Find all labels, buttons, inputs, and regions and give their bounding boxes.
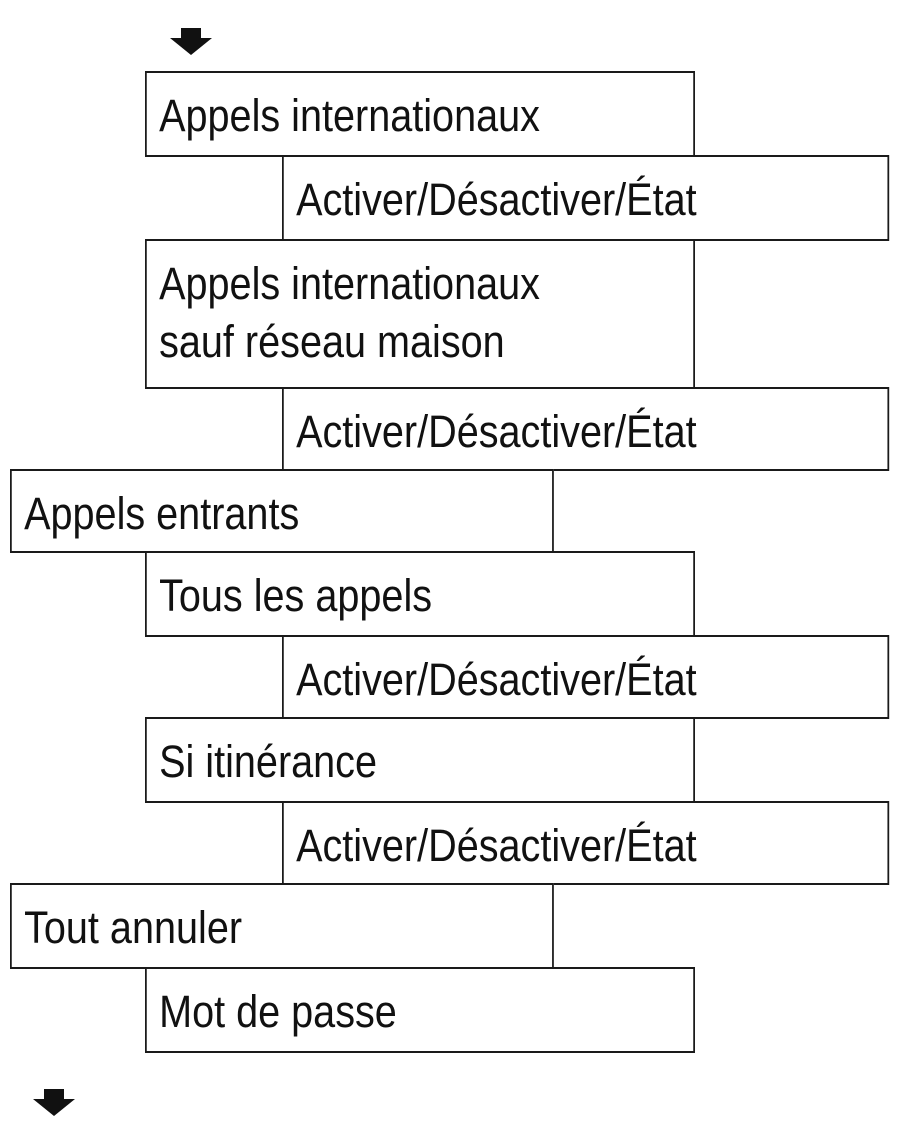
menu-item-international-calls[interactable]: Appels internationaux bbox=[145, 71, 695, 157]
menu-item-label: Activer/Désactiver/État bbox=[296, 820, 697, 871]
menu-item-label: Tout annuler bbox=[24, 902, 243, 953]
menu-item-incoming-calls[interactable]: Appels entrants bbox=[10, 469, 554, 553]
menu-item-international-except-home-toggle[interactable]: Activer/Désactiver/État bbox=[282, 387, 890, 471]
menu-item-if-roaming-toggle[interactable]: Activer/Désactiver/État bbox=[282, 801, 890, 885]
menu-item-all-calls[interactable]: Tous les appels bbox=[145, 551, 695, 637]
menu-item-international-except-home[interactable]: Appels internationaux sauf réseau maison bbox=[145, 239, 695, 389]
menu-item-all-calls-toggle[interactable]: Activer/Désactiver/État bbox=[282, 635, 890, 719]
menu-item-label-line1: Appels internationaux bbox=[159, 258, 540, 309]
menu-item-cancel-all[interactable]: Tout annuler bbox=[10, 883, 554, 969]
menu-item-label-line2: sauf réseau maison bbox=[159, 316, 505, 367]
menu-item-label: Activer/Désactiver/État bbox=[296, 654, 697, 705]
menu-item-international-calls-toggle[interactable]: Activer/Désactiver/État bbox=[282, 155, 890, 241]
menu-item-label: Appels internationaux bbox=[159, 90, 540, 141]
menu-item-label: Appels entrants bbox=[24, 488, 300, 539]
menu-item-label: Activer/Désactiver/État bbox=[296, 406, 697, 457]
menu-item-label: Activer/Désactiver/État bbox=[296, 174, 697, 225]
menu-item-label: Tous les appels bbox=[159, 570, 433, 621]
menu-item-label: Si itinérance bbox=[159, 736, 378, 787]
menu-item-if-roaming[interactable]: Si itinérance bbox=[145, 717, 695, 803]
menu-item-label: Mot de passe bbox=[159, 986, 397, 1037]
menu-item-password[interactable]: Mot de passe bbox=[145, 967, 695, 1053]
